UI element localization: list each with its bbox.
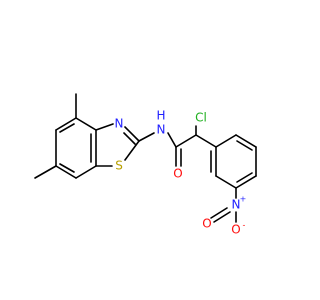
molecule-structure: N S N H O Cl N + O - O	[0, 0, 300, 300]
bond-c2-nh	[138, 132, 155, 142]
bond-c2-s	[124, 140, 140, 161]
bond-c6-c7-inner	[59, 163, 75, 173]
bond-c3a-n	[95, 123, 114, 131]
atom-n-nitro: N	[232, 198, 241, 212]
atom-s-thiazole: S	[115, 159, 123, 173]
atom-cl: Cl	[195, 111, 207, 125]
bond-c2-c3	[215, 134, 237, 148]
bond-c5-c6-inner	[236, 172, 253, 183]
bond-methyl-left	[34, 165, 57, 179]
atom-o-carbonyl: O	[173, 167, 182, 181]
bond-c3-c4	[235, 134, 257, 148]
atom-n-thiazole: N	[115, 117, 124, 131]
bond-c7-c7a	[75, 165, 97, 179]
bond-n-c2	[124, 126, 140, 142]
canvas-background	[0, 0, 300, 300]
bonds	[34, 93, 257, 223]
atom-o-nitro-left: O	[202, 217, 211, 231]
bond-c4-c5-inner	[59, 123, 75, 133]
bond-nitro-o-left	[213, 211, 231, 223]
atom-n-amide: N	[157, 123, 166, 137]
bond-n-c2-inner	[123, 132, 136, 145]
bond-nitro-o-left-double	[210, 207, 228, 219]
charge-n-nitro: +	[240, 195, 247, 204]
bond-c1-c2	[195, 134, 217, 148]
bond-c6-c7	[55, 165, 77, 179]
bond-c4-c5	[55, 117, 77, 131]
atom-o-nitro-down: O	[231, 223, 240, 237]
charge-o-nitro-down: -	[243, 221, 246, 230]
bond-c3-c4-inner	[236, 140, 253, 151]
bond-c5-c6	[235, 175, 257, 189]
bond-carbonyl-c1	[175, 134, 197, 148]
bond-c3a-c4	[75, 117, 97, 131]
bond-nh-carbonyl	[167, 132, 177, 148]
atom-labels: N S N H O Cl N + O - O	[115, 109, 247, 237]
atom-h-amide: H	[156, 109, 165, 123]
bond-c6-c7	[215, 175, 237, 189]
